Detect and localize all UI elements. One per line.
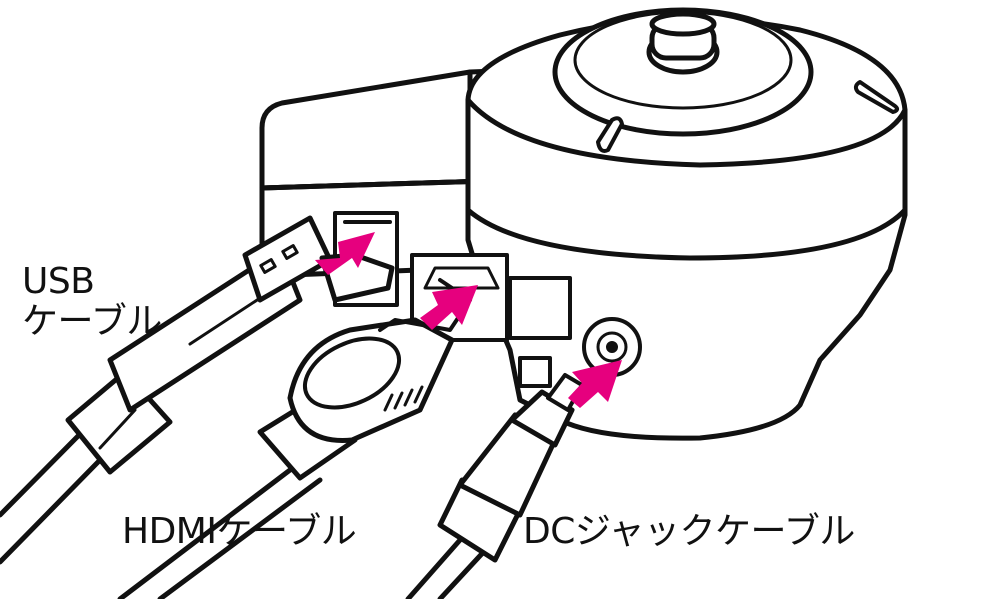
hdmi-insert-arrow — [420, 285, 478, 330]
dc-insert-arrow — [568, 360, 622, 408]
dc-cable-label: DCジャックケーブル — [523, 511, 855, 552]
arrow-group — [315, 232, 622, 408]
usb-insert-arrow — [315, 232, 375, 275]
usb-cable-label: USB ケーブル — [22, 262, 162, 342]
dc-cable — [405, 373, 584, 599]
square-port — [508, 276, 572, 340]
usb-label-line2: ケーブル — [22, 301, 162, 342]
hdmi-cable-label: HDMIケーブル — [122, 511, 357, 552]
usb-label-line1: USB — [22, 261, 95, 302]
usb-cable — [0, 215, 395, 565]
device-dome — [465, 7, 908, 441]
hdmi-cable — [117, 278, 472, 599]
